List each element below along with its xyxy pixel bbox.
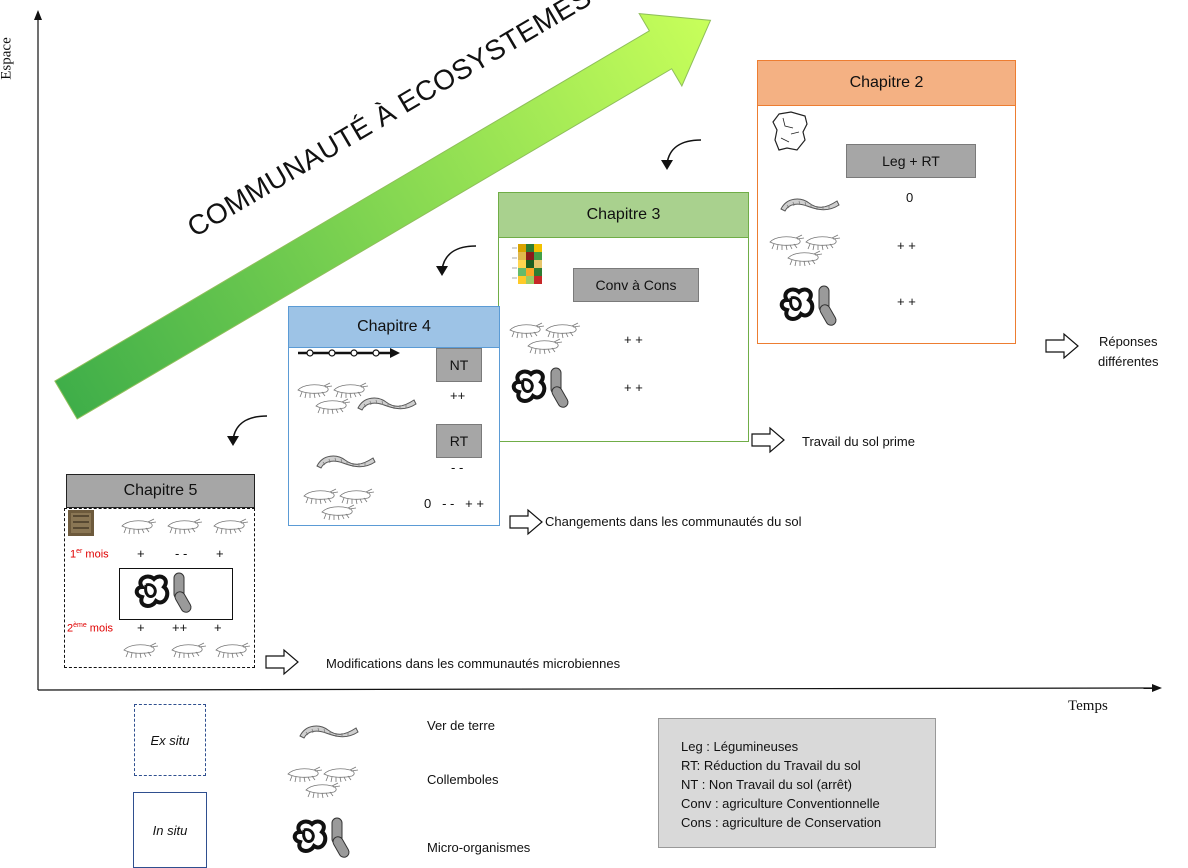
springtail-icon: [123, 642, 159, 659]
legend-conv: Conv : agriculture Conventionnelle: [681, 796, 880, 811]
x-axis-label: Temps: [1068, 698, 1108, 714]
springtail-icon: [286, 766, 366, 800]
chapitre-5-title: Chapitre 5: [66, 474, 255, 508]
chapitre-3-treatment: Conv à Cons: [573, 268, 699, 302]
heatmap-icon: [512, 244, 542, 284]
chapitre-2-worm-value: 0: [906, 190, 914, 205]
month-2-value-2: ++: [172, 620, 188, 635]
legend-ver: Ver de terre: [427, 718, 495, 733]
springtail-icon: [215, 642, 251, 659]
legend-ex-situ-label: Ex situ: [150, 732, 190, 748]
month-2-value-1: +: [137, 620, 145, 635]
worm-icon: [357, 397, 417, 411]
chapitre-2-title: Chapitre 2: [758, 61, 1015, 106]
in-situ-frame: [119, 568, 233, 620]
month-1-value-2: - -: [175, 546, 188, 561]
abbreviation-legend: Leg : Légumineuses RT: Réduction du Trav…: [658, 718, 936, 848]
legend-collemboles: Collemboles: [427, 772, 499, 787]
chapitre-4-bottom-values: 0 - - + +: [424, 496, 484, 511]
springtail-icon: [121, 518, 157, 535]
worm-icon: [299, 725, 359, 739]
chapitre-3-springtail-value: + +: [624, 332, 643, 347]
open-arrow-icon: [751, 427, 785, 453]
month-1-value-3: +: [216, 546, 224, 561]
microbe-icon: [292, 816, 353, 862]
legend-leg: Leg : Légumineuses: [681, 739, 799, 754]
month-1-label: 1er mois: [70, 548, 109, 561]
curved-arrow-icon: [226, 415, 268, 447]
microbe-icon: [134, 571, 195, 617]
chapitre-2-microbe-value: + +: [897, 294, 916, 309]
legend-nt: NT : Non Travail du sol (arrêt): [681, 777, 852, 792]
springtail-icon: [302, 488, 382, 522]
chapitre-5-box: [64, 508, 255, 668]
legend-ex-situ-box: Ex situ: [134, 704, 206, 776]
chapitre-2-springtail-value: + +: [897, 238, 916, 253]
chapitre-2-response: Réponses différentes: [1098, 334, 1159, 369]
chapitre-5-response: Modifications dans les communautés micro…: [326, 656, 621, 671]
open-arrow-icon: [265, 649, 299, 675]
timeline-icon: [298, 348, 400, 358]
legend-in-situ-label: In situ: [152, 822, 188, 838]
chapitre-4-nt-value: ++: [450, 388, 466, 403]
chapitre-3-microbe-value: + +: [624, 380, 643, 395]
worm-icon: [780, 198, 840, 212]
chapitre-2-box: Chapitre 2: [757, 60, 1016, 344]
open-arrow-icon: [1045, 333, 1079, 359]
open-arrow-icon: [509, 509, 543, 535]
chapitre-2-treatment: Leg + RT: [846, 144, 976, 178]
microbe-icon: [511, 366, 572, 412]
chapitre-3-response: Travail du sol prime: [802, 434, 915, 449]
legend-in-situ-box: In situ: [133, 792, 207, 868]
curved-arrow-icon: [660, 139, 702, 171]
chapitre-4-nt: NT: [436, 348, 482, 382]
month-2-label: 2ème mois: [67, 622, 114, 635]
worm-icon: [316, 455, 376, 469]
chapitre-3-title: Chapitre 3: [499, 193, 748, 238]
springtail-icon: [508, 322, 588, 356]
chapitre-4-rt-value: - -: [451, 460, 464, 475]
legend-cons: Cons : agriculture de Conservation: [681, 815, 882, 830]
legend-rt: RT: Réduction du Travail du sol: [681, 758, 861, 773]
chapitre-4-rt: RT: [436, 424, 482, 458]
month-1-value-1: +: [137, 546, 145, 561]
chapitre-4-response: Changements dans les communautés du sol: [545, 514, 802, 529]
map-icon: [772, 111, 808, 151]
microbe-icon: [779, 284, 840, 330]
legend-micro: Micro-organismes: [427, 840, 531, 855]
springtail-icon: [167, 518, 203, 535]
month-2-value-3: +: [214, 620, 222, 635]
chapitre-3-box: Chapitre 3: [498, 192, 749, 442]
chapitre-4-box: Chapitre 4: [288, 306, 500, 526]
springtail-icon: [171, 642, 207, 659]
springtail-icon: [768, 234, 848, 268]
chapitre-4-title: Chapitre 4: [289, 307, 499, 348]
photo-icon: [68, 510, 94, 536]
curved-arrow-icon: [435, 245, 477, 277]
springtail-icon: [213, 518, 249, 535]
